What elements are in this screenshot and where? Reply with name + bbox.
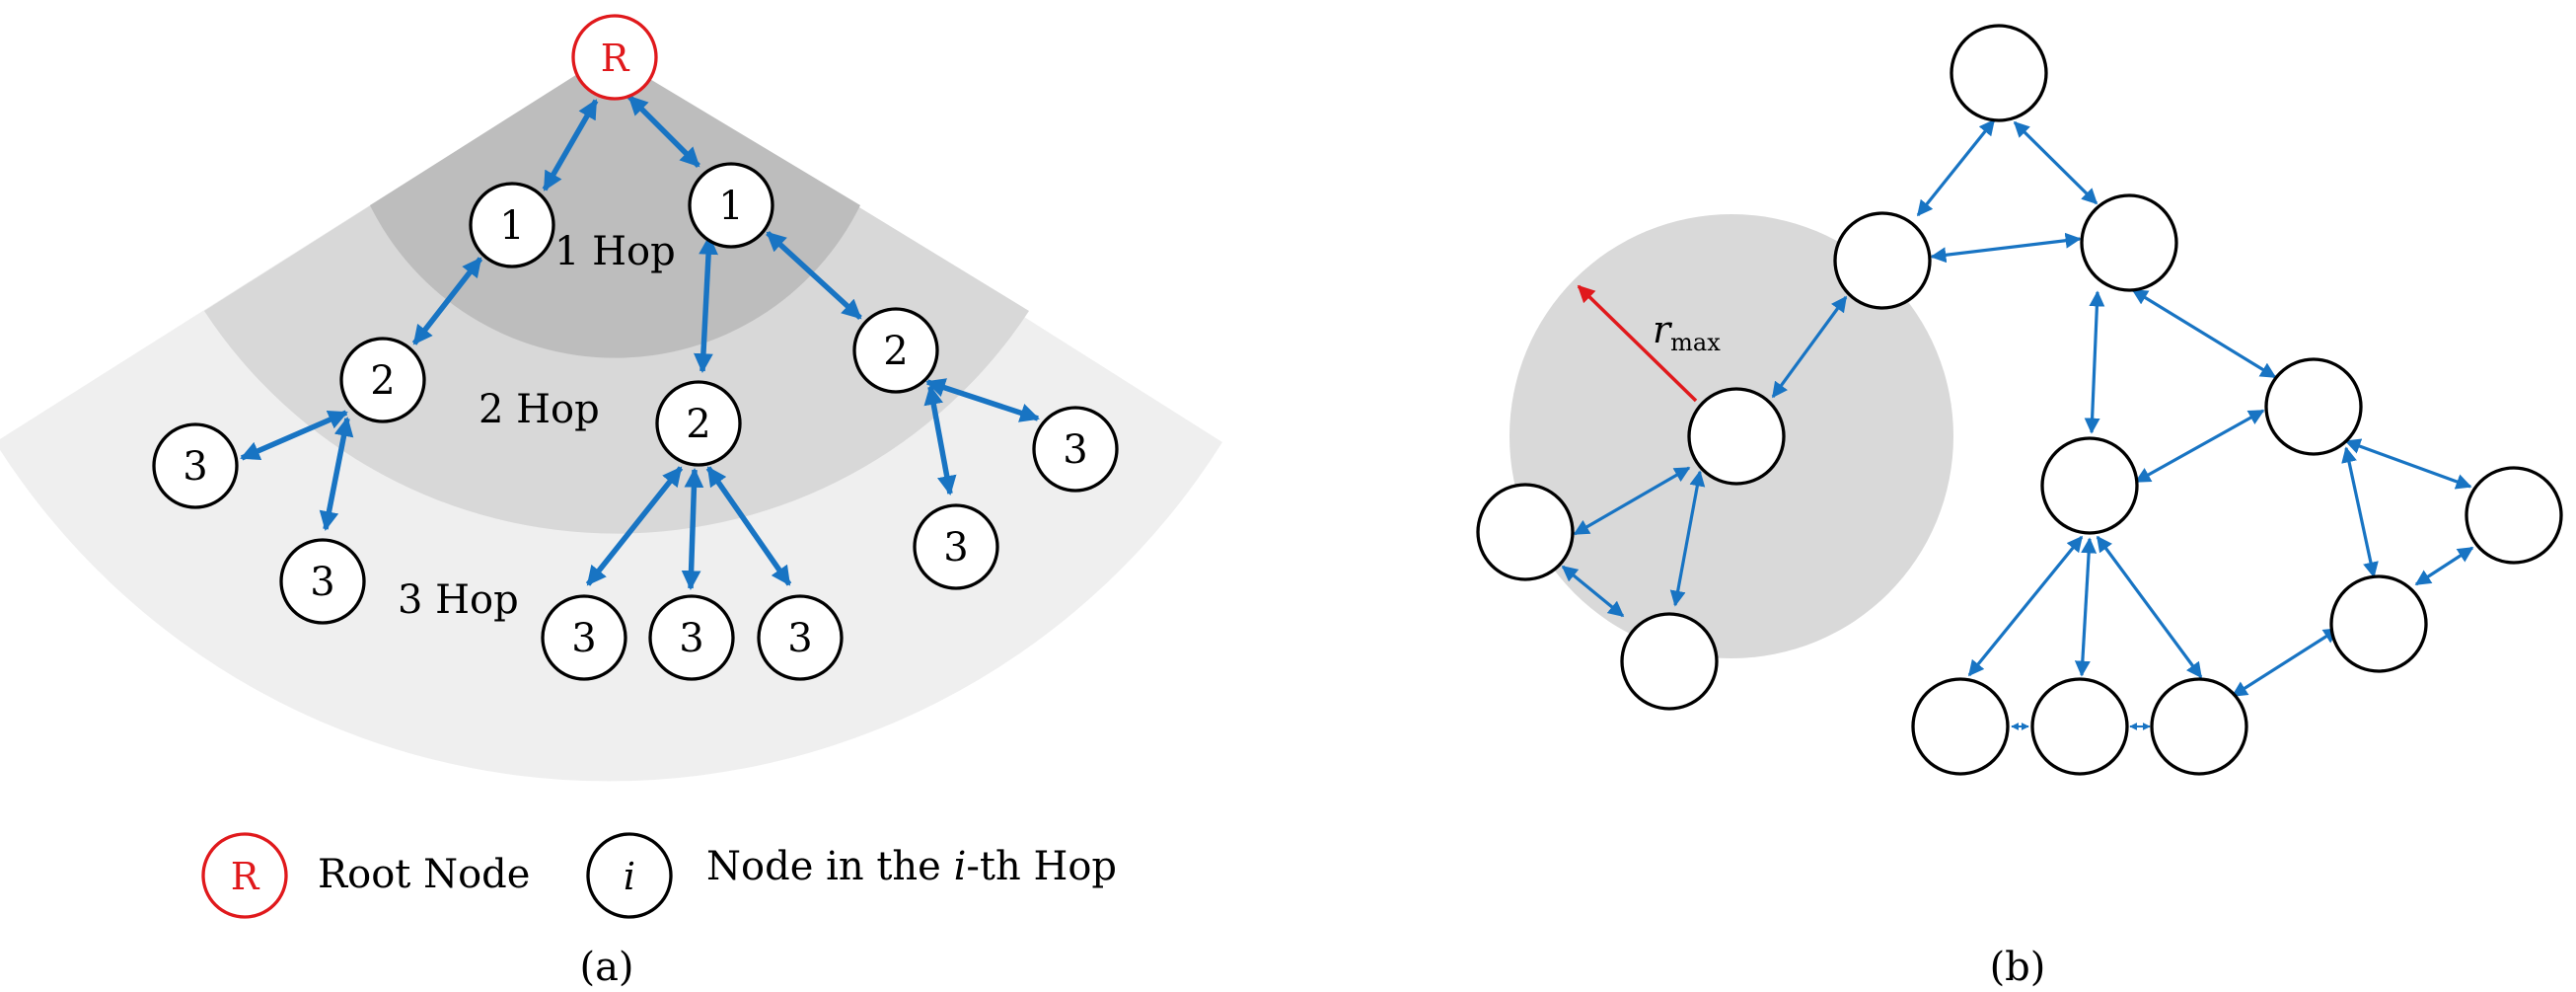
edge [2344, 438, 2472, 490]
panel-a: R 1 1 2 2 2 3 3 [0, 14, 1222, 782]
edge-n2a-n3b [319, 417, 354, 531]
legend-node-symbol: i [586, 832, 673, 919]
edge [2084, 290, 2105, 434]
graph-node [2465, 466, 2563, 565]
radius-arrow [1577, 284, 1698, 403]
hop1-ring [370, 54, 860, 358]
edge-root-n1a [542, 99, 599, 191]
svg-text:3: 3 [787, 616, 812, 661]
panel-a-edges [240, 95, 1040, 590]
hop1-label: 1 Hop [554, 229, 676, 274]
edge [1573, 466, 1691, 536]
edge-n2b-n3e [705, 466, 792, 586]
hop3-node: 3 [152, 422, 239, 509]
legend-node-text: Node in the i-th Hop [706, 844, 1117, 889]
graph-node [2030, 677, 2129, 776]
edge [2074, 537, 2098, 677]
caption-a: (a) [579, 945, 633, 990]
graph-node [1833, 211, 1932, 310]
edge [2096, 535, 2203, 679]
edge [1561, 565, 1625, 618]
radius-label: rmax [1653, 308, 1721, 356]
svg-text:2: 2 [370, 358, 395, 404]
hop2-node: 2 [852, 307, 939, 394]
hop3-label: 3 Hop [398, 577, 519, 623]
legend-root-text: Root Node [318, 852, 530, 897]
edge [2414, 546, 2474, 586]
hop3-node: 3 [279, 538, 366, 625]
edge [2231, 627, 2340, 698]
svg-text:R: R [231, 855, 260, 898]
graph-node [1687, 387, 1786, 486]
hop1-node: 1 [469, 182, 555, 268]
edge [2134, 409, 2265, 484]
graph-node [2080, 193, 2178, 292]
svg-text:3: 3 [1063, 427, 1087, 473]
graph-node [2150, 677, 2248, 776]
edge-n2c-n3g [923, 385, 957, 496]
legend: R Root Node i Node in the i-th Hop [201, 832, 1117, 919]
hop3-node: 3 [648, 594, 735, 681]
hop2-node: 2 [655, 380, 742, 467]
edge [1930, 232, 2082, 264]
svg-text:1: 1 [718, 184, 743, 229]
svg-text:2: 2 [883, 329, 908, 374]
edge-n1b-n2b [694, 235, 718, 373]
caption-b: (b) [1990, 945, 2046, 990]
legend-root-symbol: R [201, 832, 288, 919]
graph-node [1911, 677, 2010, 776]
svg-text:2: 2 [686, 402, 710, 447]
hop3-node: 3 [757, 594, 844, 681]
panel-b: rmax [1476, 24, 2563, 776]
edge [1669, 470, 1706, 607]
hop2-label: 2 Hop [478, 387, 600, 432]
root-node: R [571, 14, 658, 101]
edge-n2b-n3c [585, 466, 684, 586]
svg-text:3: 3 [183, 444, 207, 490]
hop3-node: 3 [1032, 406, 1119, 493]
graph-node [2040, 436, 2139, 535]
svg-text:3: 3 [679, 616, 703, 661]
root-node-label: R [601, 37, 630, 80]
edge [1916, 118, 1996, 217]
hop3-node: 3 [541, 594, 627, 681]
graph-node [1476, 483, 1575, 581]
edge [2013, 120, 2098, 205]
svg-text:i: i [624, 855, 635, 898]
hop1-node: 1 [688, 162, 774, 249]
graph-node [1620, 612, 1719, 711]
graph-node [1950, 24, 2048, 122]
svg-text:3: 3 [310, 560, 334, 605]
edge [1771, 295, 1848, 399]
edge-n1a-n2a [411, 257, 483, 345]
svg-text:1: 1 [499, 203, 524, 249]
edge-root-n1b [627, 95, 700, 168]
graph-node [2329, 574, 2428, 673]
panel-b-edges [1561, 118, 2474, 730]
graph-node [2264, 357, 2363, 456]
hop2-node: 2 [339, 337, 426, 423]
edge-n1b-n2c [766, 230, 862, 321]
svg-text:3: 3 [943, 525, 968, 571]
edge-n2b-n3d [681, 468, 704, 590]
svg-text:3: 3 [571, 616, 596, 661]
edge [1967, 535, 2084, 677]
hop3-node: 3 [913, 503, 999, 590]
edge [2131, 288, 2277, 379]
edge [2341, 446, 2379, 578]
